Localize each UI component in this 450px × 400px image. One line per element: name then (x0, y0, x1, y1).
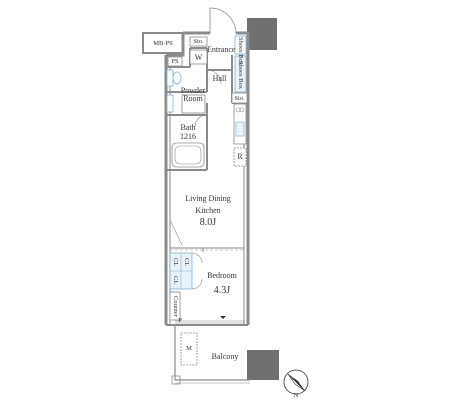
balcony-outline (171, 325, 250, 385)
compass-label: N (293, 392, 299, 399)
counter-box (169, 291, 181, 321)
label-bath-2: 1216 (180, 132, 196, 141)
washer-box (189, 49, 208, 65)
label-hall: Hall (212, 74, 227, 83)
label-balcony: Balcony (211, 352, 239, 361)
label-ldk-size: 8.0J (199, 217, 217, 228)
label-shoes-box: Shoes Box (237, 61, 244, 89)
outer-walls (164, 31, 250, 325)
shoes-box-upper (234, 35, 247, 55)
closets (169, 252, 203, 290)
label-shoes-box-upper: Shoes Box (237, 37, 244, 65)
kitchen-counter (233, 103, 247, 145)
label-cl-3: CL (172, 275, 179, 285)
shoes-box-lower (234, 55, 247, 93)
toilet (166, 69, 182, 87)
ldk-bedroom-partition (170, 247, 244, 252)
label-counter: Counter (172, 295, 179, 317)
storage-top (189, 36, 208, 47)
exterior-block-top (247, 18, 277, 50)
label-mbps: MB·PS (153, 40, 173, 47)
label-cl-1: CL (172, 257, 179, 267)
entrance-door (209, 7, 237, 34)
label-bedroom-size: 4.3J (213, 285, 231, 296)
label-fridge: R (237, 152, 243, 161)
ac-unit-box (180, 332, 198, 366)
exterior-block-bottom (247, 350, 279, 380)
inner-doors (169, 69, 222, 246)
label-powder-room-2: Room (183, 94, 203, 103)
label-ps-small: P (178, 317, 182, 324)
label-cl-2: CL (183, 257, 190, 267)
storage-mid (231, 92, 248, 104)
label-sto-mid: Sto. (234, 95, 245, 102)
label-sto-top: Sto. (193, 38, 204, 45)
label-bath-1: Bath (180, 123, 196, 132)
bottom-windows (166, 316, 248, 326)
label-entrance: Entrance (207, 45, 236, 54)
fridge-box (233, 147, 247, 167)
label-ps: PS (171, 58, 179, 65)
label-ldk-2: Kitchen (195, 206, 221, 215)
label-washer: W (194, 53, 203, 62)
label-bedroom: Bedroom (207, 271, 237, 280)
powder-sink (166, 94, 174, 113)
label-ac-unit: M (186, 345, 192, 352)
compass-icon (283, 369, 309, 395)
powder-cabinet (181, 94, 206, 114)
label-ldk-1: Living Dining (185, 194, 231, 203)
label-powder-room-1: Powder (180, 86, 206, 95)
ps-box (167, 56, 183, 67)
